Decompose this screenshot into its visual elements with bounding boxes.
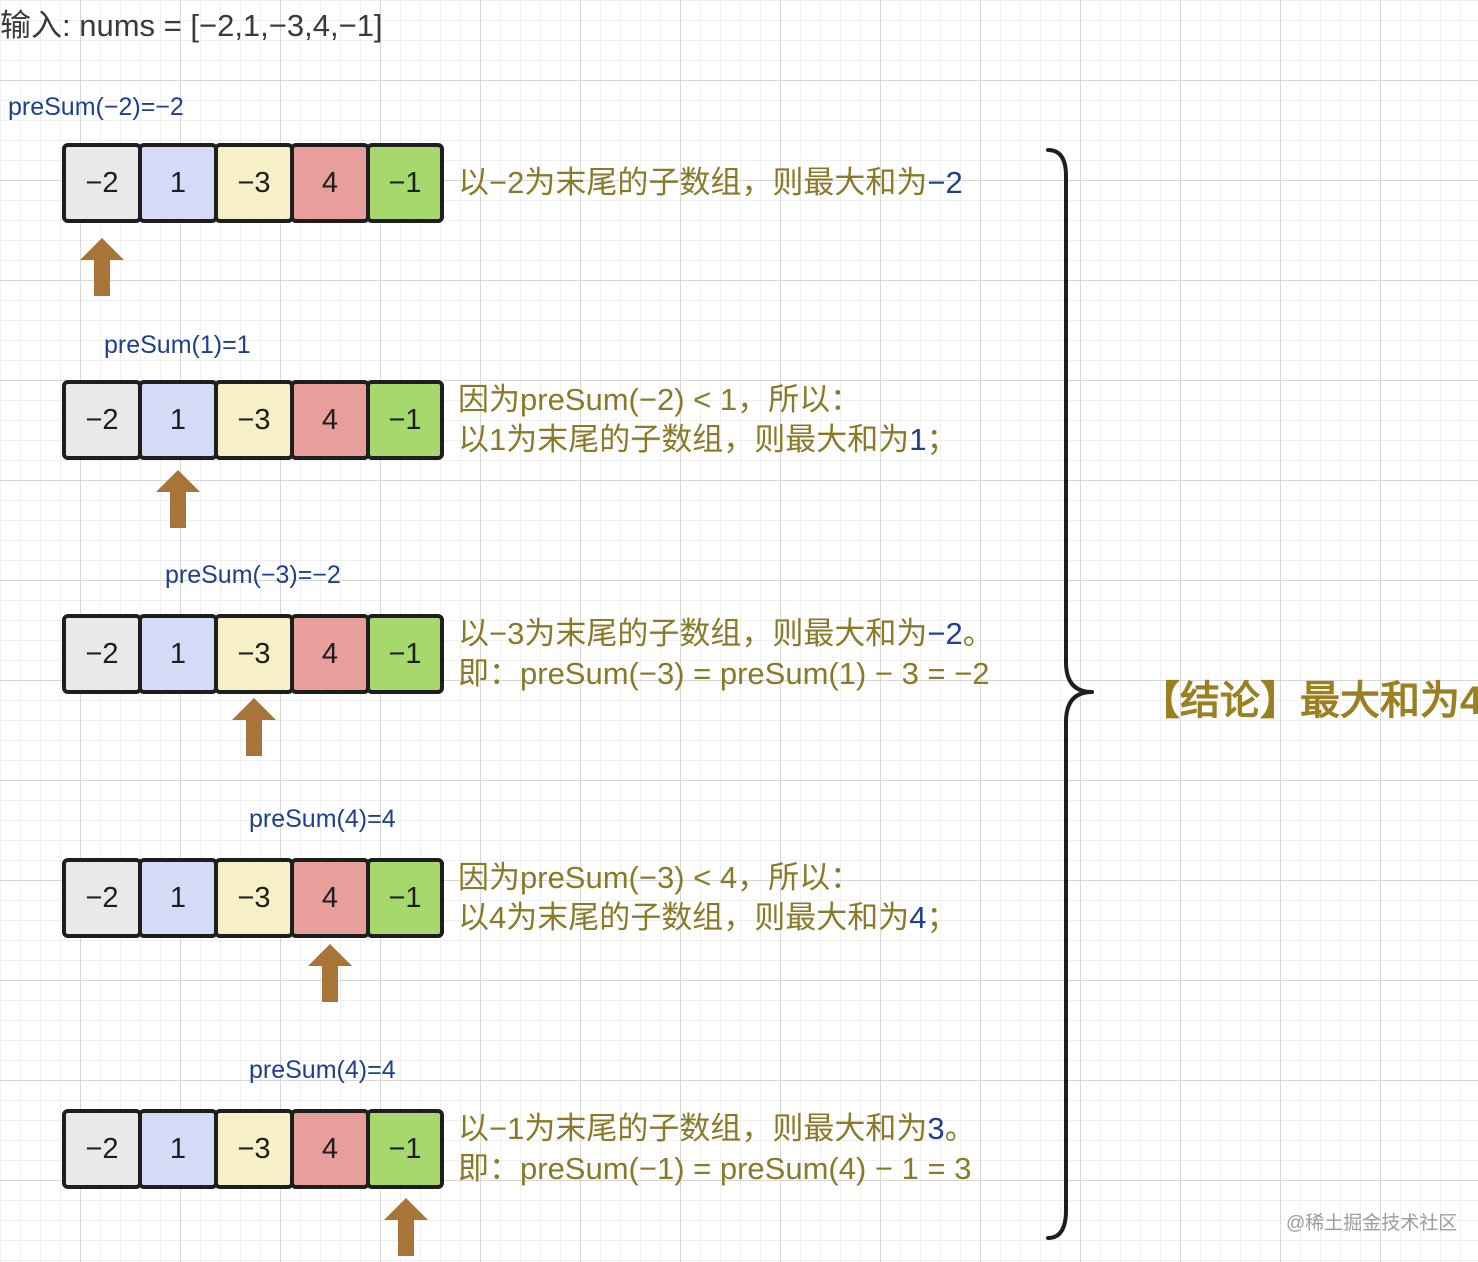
pointer-arrow-icon <box>384 1198 428 1256</box>
array-cell: −2 <box>62 380 142 460</box>
description-line: 以−3为末尾的子数组，则最大和为−2。 <box>458 616 994 651</box>
array-cell: −3 <box>214 1109 294 1189</box>
step-description: 以−1为末尾的子数组，则最大和为3。 即：preSum(−1) = preSum… <box>458 1109 976 1189</box>
conclusion-text: 【结论】最大和为4 <box>1140 679 1478 723</box>
array-cell: −2 <box>62 143 142 223</box>
presum-label: preSum(−3)=−2 <box>165 561 341 589</box>
input-title: 输入: nums = [−2,1,−3,4,−1] <box>0 8 383 43</box>
description-line: 以1为末尾的子数组，则最大和为1； <box>458 422 958 457</box>
pointer-arrow-icon <box>156 470 200 528</box>
array-cell: 1 <box>138 380 218 460</box>
array-cell: 1 <box>138 858 218 938</box>
presum-label: preSum(4)=4 <box>249 805 396 833</box>
array-cell: 1 <box>138 1109 218 1189</box>
pointer-arrow-icon <box>232 698 276 756</box>
array-cell: −3 <box>214 380 294 460</box>
array-row: −2 1 −3 4 −1 <box>62 614 444 694</box>
array-cell: −1 <box>366 1109 444 1189</box>
description-line: 以4为末尾的子数组，则最大和为4； <box>458 900 958 935</box>
presum-label: preSum(−2)=−2 <box>8 93 184 121</box>
array-row: −2 1 −3 4 −1 <box>62 1109 444 1189</box>
array-cell: −3 <box>214 143 294 223</box>
presum-label: preSum(4)=4 <box>249 1056 396 1084</box>
description-line: 因为preSum(−3) < 4，所以： <box>458 860 862 895</box>
description-line: 以−2为末尾的子数组，则最大和为−2 <box>458 165 963 200</box>
pointer-arrow-icon <box>80 238 124 296</box>
array-cell: 4 <box>290 380 370 460</box>
curly-brace-icon <box>1046 148 1094 1240</box>
array-cell: −1 <box>366 614 444 694</box>
array-cell: −2 <box>62 614 142 694</box>
array-cell: −3 <box>214 614 294 694</box>
array-cell: 1 <box>138 614 218 694</box>
array-row: −2 1 −3 4 −1 <box>62 380 444 460</box>
array-cell: −1 <box>366 380 444 460</box>
array-cell: 4 <box>290 858 370 938</box>
description-line: 即：preSum(−3) = preSum(1) − 3 = −2 <box>458 656 990 691</box>
description-line: 即：preSum(−1) = preSum(4) − 1 = 3 <box>458 1151 972 1186</box>
pointer-arrow-icon <box>308 944 352 1002</box>
description-line: 以−1为末尾的子数组，则最大和为3。 <box>458 1111 976 1146</box>
description-line: 因为preSum(−2) < 1，所以： <box>458 382 862 417</box>
array-cell: −2 <box>62 1109 142 1189</box>
array-cell: 4 <box>290 1109 370 1189</box>
array-cell: −1 <box>366 858 444 938</box>
array-row: −2 1 −3 4 −1 <box>62 858 444 938</box>
array-cell: 4 <box>290 143 370 223</box>
step-description: 因为preSum(−2) < 1，所以： 以1为末尾的子数组，则最大和为1； <box>458 380 958 460</box>
array-row: −2 1 −3 4 −1 <box>62 143 444 223</box>
array-cell: −3 <box>214 858 294 938</box>
step-description: 以−2为末尾的子数组，则最大和为−2 <box>458 163 963 203</box>
step-description: 以−3为末尾的子数组，则最大和为−2。 即：preSum(−3) = preSu… <box>458 614 994 694</box>
presum-label: preSum(1)=1 <box>104 331 251 359</box>
step-description: 因为preSum(−3) < 4，所以： 以4为末尾的子数组，则最大和为4； <box>458 858 958 938</box>
array-cell: −1 <box>366 143 444 223</box>
array-cell: 4 <box>290 614 370 694</box>
watermark: @稀土掘金技术社区 <box>1286 1213 1458 1234</box>
array-cell: −2 <box>62 858 142 938</box>
array-cell: 1 <box>138 143 218 223</box>
